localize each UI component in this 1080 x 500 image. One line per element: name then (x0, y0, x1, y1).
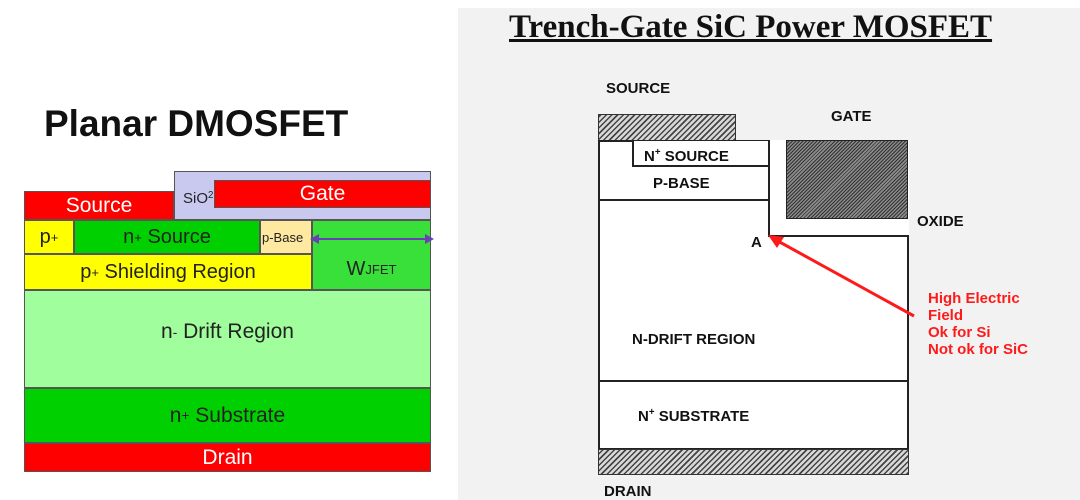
wjfet-arrow (310, 234, 434, 244)
electric-field-arrow (768, 235, 915, 318)
trench-p-base-label: P-BASE (653, 175, 710, 192)
source-contact: Source (24, 191, 174, 220)
shielding-region: p+ Shielding Region (24, 254, 312, 290)
n-plus-source-region: n+ Source (74, 220, 260, 254)
gate-poly (786, 140, 908, 219)
n-plus-source-box (632, 141, 770, 167)
source-metal (598, 114, 736, 141)
trench-drift-label: N-DRIFT REGION (632, 331, 756, 348)
shielding-label: Shielding Region (98, 260, 256, 283)
drain-metal (598, 449, 909, 475)
trench-substrate-label: N+ SUBSTRATE (638, 407, 750, 425)
n-source-label: Source (141, 225, 211, 248)
trench-n-source-label: N+ SOURCE (644, 147, 729, 165)
p-base-label: p-Base (262, 229, 304, 245)
drain-contact: Drain (24, 443, 431, 472)
trench-drain-label: DRAIN (604, 483, 652, 500)
drift-label: Drift Region (177, 320, 294, 343)
trench-gate-label: GATE (831, 108, 872, 125)
p-plus-region: p+ (24, 220, 74, 254)
p-base-region: p-Base (260, 220, 312, 254)
point-a-label: A (751, 234, 762, 251)
p-base-boundary (598, 199, 770, 201)
trench-source-label: SOURCE (606, 80, 671, 97)
substrate-boundary (598, 380, 909, 382)
gate-label: Gate (299, 182, 346, 205)
gate-electrode: Gate (214, 180, 431, 208)
p-plus-label: p (39, 225, 51, 248)
trench-title: Trench-Gate SiC Power MOSFET (509, 9, 993, 45)
drift-region: n- Drift Region (24, 290, 431, 388)
substrate-label: Substrate (189, 403, 286, 427)
planar-title: Planar DMOSFET (44, 103, 349, 144)
substrate-region: n+ Substrate (24, 388, 431, 443)
drain-label: Drain (202, 445, 253, 469)
sio2-label: SiO (183, 190, 209, 207)
oxide-label: OXIDE (917, 213, 964, 230)
sio2-sub: 2 (208, 190, 214, 201)
source-label: Source (65, 193, 133, 217)
electric-field-annotation: High Electric Field Ok for Si Not ok for… (928, 290, 1028, 358)
wjfet-label: W (346, 257, 366, 280)
